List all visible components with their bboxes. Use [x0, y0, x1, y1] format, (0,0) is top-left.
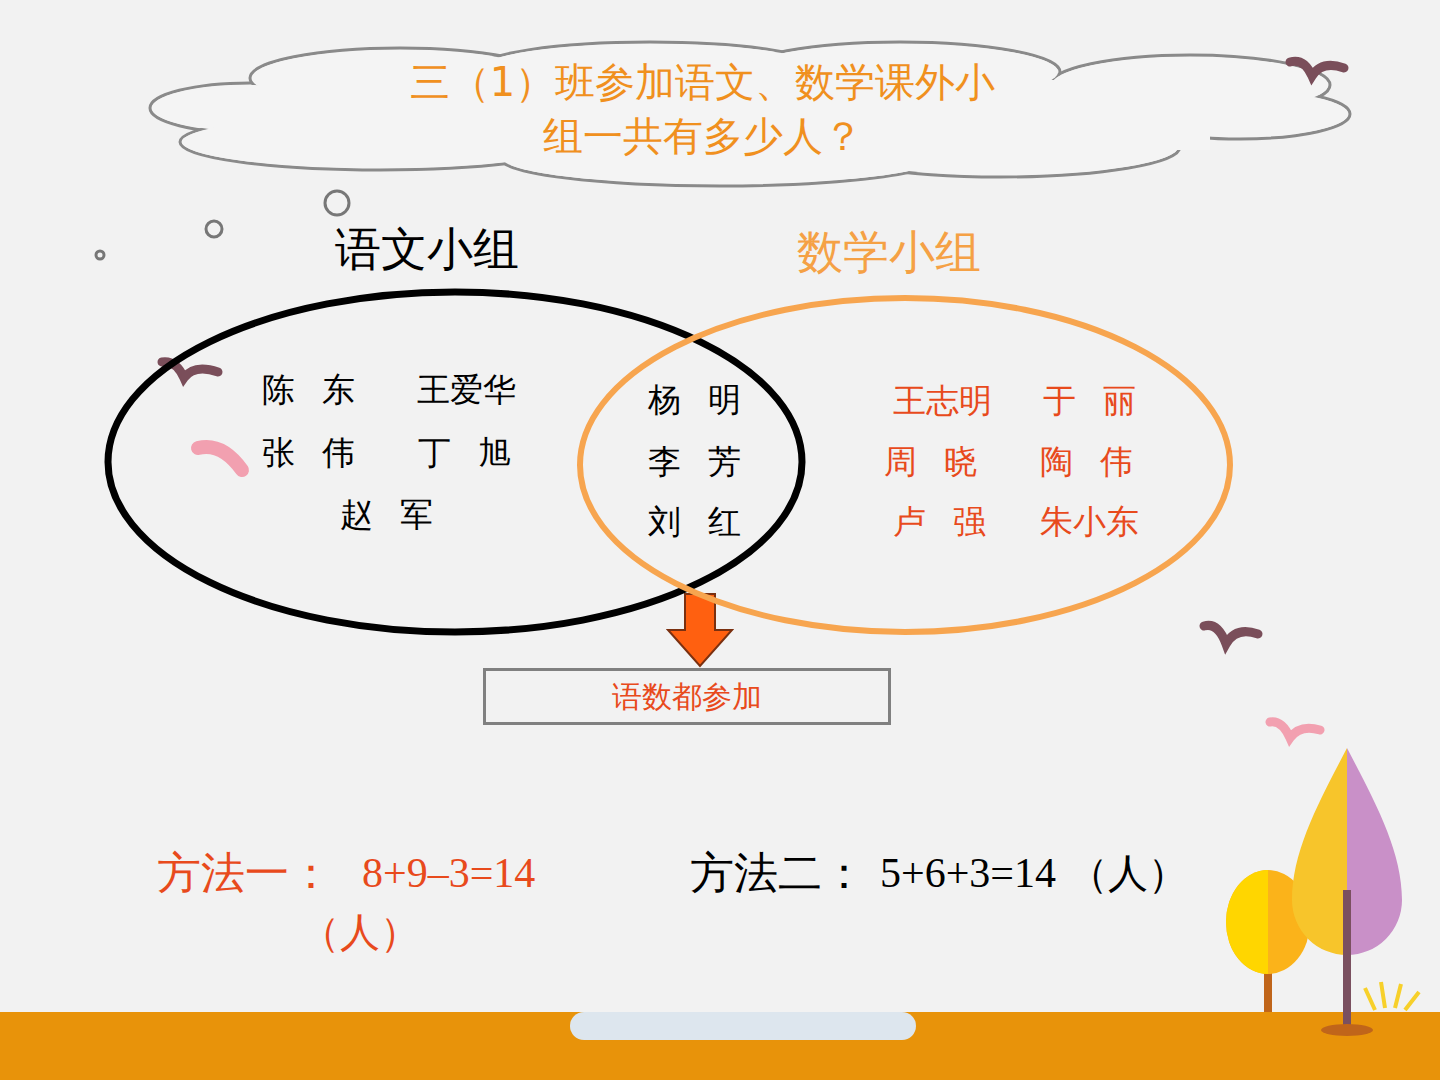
ground-pill [570, 1012, 916, 1040]
student-name: 赵 军 [340, 495, 433, 535]
student-name: 刘 红 [648, 502, 741, 542]
thought-cloud [150, 42, 1350, 186]
ground-band [0, 1012, 1440, 1080]
group-heading: 语文小组 [335, 222, 519, 277]
overlap-region: 杨 明李 芳刘 红 [615, 360, 785, 590]
student-name: 王爱华 [417, 370, 516, 410]
chinese-group-ellipse: 杨 明李 芳刘 红 语文小组陈 东 王爱华张 伟 丁 旭赵 军 [100, 215, 812, 640]
student-name: 杨 明 [648, 380, 741, 420]
group-ellipse [100, 215, 812, 640]
unit-label: （人） [300, 908, 420, 956]
student-name: 周 晓 [884, 442, 977, 482]
student-name: 王志明 [893, 381, 992, 421]
title: 三（1）班参加语文、数学课外小 组一共有多少人？ [390, 55, 1015, 163]
student-name: 陶 伟 [1040, 442, 1133, 482]
both-groups-box: 语数都参加 [483, 668, 891, 725]
student-name: 于 丽 [1043, 381, 1136, 421]
equation: 8+9–3=14 [362, 848, 535, 898]
student-name: 朱小东 [1040, 502, 1139, 542]
thought-bubbles [96, 191, 349, 259]
method-label: 方法一： [157, 847, 333, 900]
box-label: 语数都参加 [612, 679, 762, 715]
student-name: 陈 东 [262, 370, 355, 410]
method-label: 方法二： [690, 847, 866, 900]
student-name: 丁 旭 [418, 433, 511, 473]
group-heading: 数学小组 [797, 225, 981, 280]
equation: 5+6+3=14 [880, 848, 1056, 898]
ellipse-outline [580, 298, 1230, 632]
student-name: 卢 强 [893, 502, 986, 542]
unit-label: （人） [1068, 849, 1188, 897]
birds [162, 61, 1344, 738]
trees [1226, 748, 1419, 1036]
student-name: 李 芳 [648, 442, 741, 482]
ellipse-outline [108, 292, 802, 632]
student-name: 张 伟 [262, 433, 355, 473]
math-group-ellipse: 数学小组王志明 于 丽周 晓 陶 伟卢 强 朱小东 [575, 215, 1240, 640]
